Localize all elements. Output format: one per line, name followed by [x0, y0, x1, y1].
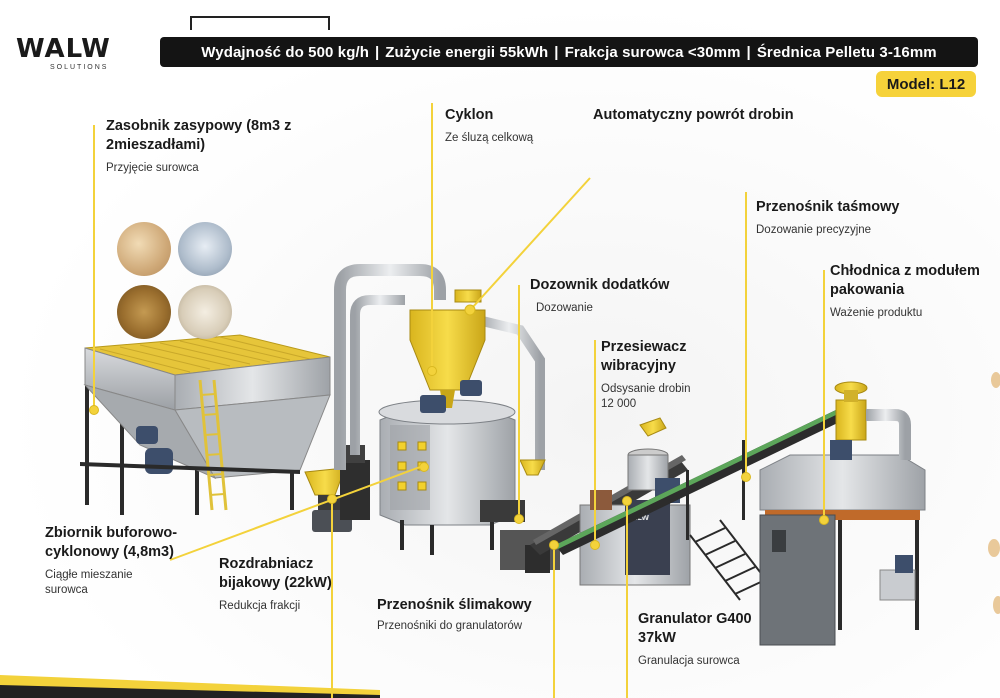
label-title: Przesiewacz wibracyjny — [601, 339, 687, 374]
marker-przesiewacz — [590, 540, 600, 550]
spec-energy: Zużycie energii 55kWh — [385, 43, 549, 61]
label-sub: Dozowanie — [536, 302, 593, 314]
additive-dozer — [480, 459, 560, 573]
leader-przesiewacz — [594, 340, 596, 545]
label-title: Przenośnik ślimakowy — [377, 597, 532, 613]
label-title: Dozownik dodatków — [530, 277, 670, 293]
label-granulator: Granulator G400 37kW Granulacja surowca — [638, 610, 768, 669]
label-slimakowy: Przenośnik ślimakowy Przenośniki do gran… — [377, 596, 587, 634]
label-title: Zbiornik buforowo-cyklonowy (4,8m3) — [45, 525, 178, 560]
spec-separator: | — [554, 43, 559, 61]
leader-rozdrabniacz — [331, 500, 333, 698]
label-sub: Przenośniki do granulatorów — [377, 620, 523, 632]
leader-tasmowy — [745, 192, 747, 477]
marker-slimakowy — [549, 540, 559, 550]
label-title: Automatyczny powrót drobin — [593, 107, 794, 123]
pellet-accents — [988, 372, 1000, 614]
label-powrot: Automatyczny powrót drobin — [593, 106, 843, 125]
marker-granulator — [622, 496, 632, 506]
spec-bar: Wydajność do 500 kg/h | Zużycie energii … — [160, 37, 978, 67]
floor-stripe — [0, 675, 380, 698]
label-chlodnica: Chłodnica z modułem pakowania Ważenie pr… — [830, 262, 995, 321]
label-sub: Ciągłe mieszanie surowca — [45, 569, 133, 596]
label-cyklon: Cyklon Ze śluzą celkową — [445, 106, 585, 146]
leader-zasobnik — [93, 125, 95, 410]
svg-text:ALW: ALW — [632, 514, 649, 522]
label-zbiornik: Zbiornik buforowo-cyklonowy (4,8m3) Ciąg… — [45, 524, 195, 598]
label-title: Chłodnica z modułem pakowania — [830, 263, 980, 298]
spec-fraction: Frakcja surowca <30mm — [564, 43, 741, 61]
spec-capacity: Wydajność do 500 kg/h — [201, 43, 369, 61]
straw-bale-photo — [178, 222, 232, 276]
label-title: Zasobnik zasypowy (8m3 z 2mieszadłami) — [106, 118, 292, 153]
label-sub: Redukcja frakcji — [219, 600, 301, 612]
label-zasobnik: Zasobnik zasypowy (8m3 z 2mieszadłami) P… — [106, 117, 306, 176]
marker-dozownik — [514, 514, 524, 524]
label-title: Rozdrabniacz bijakowy (22kW) — [219, 556, 332, 591]
model-badge: Model: L12 — [876, 71, 976, 97]
wool-photo — [178, 285, 232, 339]
marker-zasobnik — [89, 405, 99, 415]
cooler-packing — [759, 381, 926, 646]
spec-separator: | — [374, 43, 380, 61]
label-tasmowy: Przenośnik taśmowy Dozowanie precyzyjne — [756, 198, 956, 238]
leader-slimakowy — [553, 545, 555, 698]
spec-separator: | — [746, 43, 751, 61]
marker-tasmowy — [741, 472, 751, 482]
header-bracket — [190, 16, 330, 30]
wood-chips-photo — [117, 222, 171, 276]
label-title: Cyklon — [445, 107, 494, 123]
brand-sub: SOLUTIONS — [50, 64, 109, 71]
label-sub: Odsysanie drobin 12 000 — [601, 383, 691, 410]
marker-chlodnica — [819, 515, 829, 525]
brand-name: WALW — [16, 34, 111, 64]
pneumatic-pipes — [334, 264, 545, 470]
feed-hopper — [80, 334, 331, 515]
label-sub: Ważenie produktu — [830, 307, 923, 319]
label-sub: Dozowanie precyzyjne — [756, 224, 872, 236]
leader-chlodnica — [823, 270, 825, 520]
label-rozdrabniacz: Rozdrabniacz bijakowy (22kW) Redukcja fr… — [219, 555, 349, 614]
label-sub: Granulacja surowca — [638, 655, 740, 667]
marker-cyklon — [427, 366, 437, 376]
hay-photo — [117, 285, 171, 339]
label-dozownik: Dozownik dodatków Dozowanie — [530, 276, 710, 316]
label-sub: Ze śluzą celkową — [445, 132, 534, 144]
label-sub: Przyjęcie surowca — [106, 162, 199, 174]
label-title: Granulator G400 37kW — [638, 611, 752, 646]
spec-diameter: Średnica Pelletu 3-16mm — [756, 43, 937, 61]
leader-granulator — [626, 500, 628, 698]
label-przesiewacz: Przesiewacz wibracyjny Odsysanie drobin … — [601, 338, 701, 412]
leader-cyklon — [431, 103, 433, 373]
leader-dozownik — [518, 285, 520, 520]
label-title: Przenośnik taśmowy — [756, 199, 900, 215]
brand-logo: WALW SOLUTIONS — [16, 36, 136, 76]
